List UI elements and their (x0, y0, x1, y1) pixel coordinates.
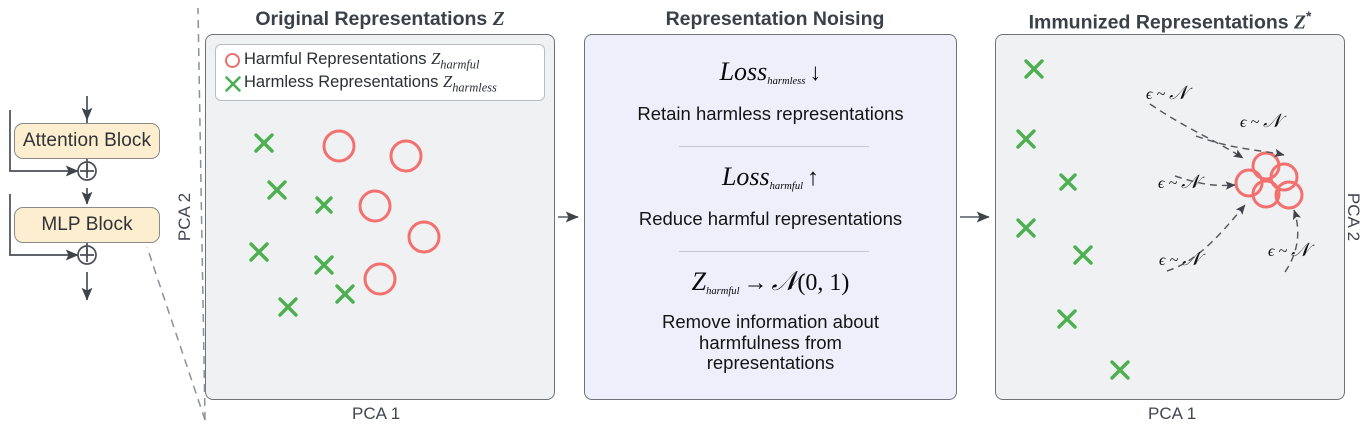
noising-description-2: Reduce harmful representations (638, 208, 903, 229)
noising-divider-1 (679, 146, 869, 147)
noise-arrow-2 (1195, 135, 1285, 158)
noising-divider-2 (679, 251, 869, 252)
z-harmful-arrow: → (743, 270, 768, 296)
scatter-cross (335, 284, 355, 304)
scatter-cross (1110, 360, 1130, 380)
scatter-harmless-group-original (249, 133, 355, 317)
cross-marker-icon (222, 73, 244, 95)
noising-description-1: Retain harmless representations (637, 103, 904, 124)
circle-marker-icon (222, 50, 244, 72)
mlp-block: MLP Block (14, 207, 160, 243)
scatter-cross (315, 196, 333, 214)
legend-row-harmful: Harmful Representations Zharmful (222, 49, 537, 72)
attention-block-label: Attention Block (22, 130, 152, 151)
plus-glyph-mlp (80, 248, 94, 262)
panel-title-original: Original Representations Z (200, 8, 560, 31)
scatter-circle (407, 220, 441, 254)
z-harmful-sub: harmful (706, 286, 740, 298)
callout-line-upper (197, 7, 206, 421)
panel-title-noising: Representation Noising (580, 8, 970, 31)
noising-formula-3: Zharmful → 𝒩(0, 1) (585, 266, 956, 298)
panel-title-immunized: Immunized Representations Z* (985, 8, 1355, 35)
noise-label-5: ϵ ~ 𝒩 (1268, 240, 1310, 261)
scatter-cross (1024, 59, 1044, 79)
scatter-cross (1057, 309, 1077, 329)
legend-label-harmless: Harmless Representations Zharmless (244, 71, 497, 95)
noising-title-text: Representation Noising (665, 8, 885, 30)
scatter-circle (322, 129, 356, 163)
axis-label-pca1-original: PCA 1 (352, 404, 401, 423)
legend-label-harmful: Harmful Representations Zharmful (244, 48, 480, 72)
loss-harmful-sub: harmful (769, 181, 804, 193)
scatter-harmful-cluster-immunized (1234, 151, 1304, 210)
scatter-circle (1251, 179, 1281, 209)
scatter-cross (1016, 218, 1036, 238)
legend-row-harmless: Harmless Representations Zharmless (222, 72, 537, 95)
residual-skip-attention (9, 110, 79, 177)
immunized-title-text: Immunized Representations (1028, 11, 1295, 34)
z-harmful-lead: Z (691, 267, 707, 296)
original-title-text: Original Representations (255, 8, 493, 30)
panel-representation-noising: Lossharmless ↓ Retain harmless represent… (584, 34, 957, 400)
loss-harmful-lead: Loss (721, 162, 770, 191)
scatter-cross (278, 297, 298, 317)
scatter-circle (1274, 180, 1304, 210)
callout-line-lower (146, 246, 206, 421)
residual-skip-mlp (9, 194, 79, 261)
scatter-cross (1073, 245, 1093, 265)
plus-glyph-attention (80, 164, 94, 178)
scatter-cross (314, 255, 334, 275)
noise-arrow-3 (1166, 204, 1246, 272)
immunized-title-symbol: Z (1294, 12, 1306, 34)
axis-label-pca1-immunized: PCA 1 (1148, 404, 1197, 423)
original-title-symbol: Z (492, 9, 505, 30)
noising-formula-2: Lossharmful ↑ (585, 162, 956, 192)
residual-add-mlp (77, 245, 97, 265)
attention-block: Attention Block (14, 123, 160, 159)
loss-harmful-arrow: ↑ (807, 165, 820, 191)
z-harmful-tail: (0, 1) (797, 270, 850, 296)
loss-harmless-lead: Loss (719, 57, 768, 86)
loss-harmless-sub: harmless (767, 76, 806, 88)
scatter-circle (389, 139, 423, 173)
immunized-title-star: * (1305, 8, 1312, 24)
mlp-block-label: MLP Block (41, 214, 133, 235)
noise-arrow-1 (1149, 103, 1244, 159)
noise-label-4: ϵ ~ 𝒩 (1158, 172, 1200, 193)
normal-dist-symbol: 𝒩 (771, 266, 798, 296)
scatter-cross (254, 133, 274, 153)
scatter-legend: Harmful Representations Zharmful Harmles… (215, 44, 545, 101)
noise-label-1: ϵ ~ 𝒩 (1146, 83, 1188, 104)
scatter-cross (1059, 173, 1077, 191)
scatter-harmless-group-immunized (1016, 59, 1130, 380)
noise-label-3: ϵ ~ 𝒩 (1159, 249, 1201, 270)
scatter-harmful-group-original (322, 129, 441, 296)
scatter-cross (249, 242, 269, 262)
scatter-circle (1269, 162, 1299, 192)
noising-formula-1: Lossharmless ↓ (585, 57, 956, 87)
noise-label-2: ϵ ~ 𝒩 (1240, 111, 1282, 132)
panel-immunized-representations (995, 34, 1345, 400)
residual-add-attention (77, 161, 97, 181)
noising-description-3: Remove information about harmfulness fro… (662, 311, 879, 374)
scatter-cross (1016, 129, 1036, 149)
scatter-cross (267, 180, 287, 200)
scatter-circle (363, 262, 397, 296)
scatter-circle (358, 189, 392, 223)
loss-harmless-arrow: ↓ (809, 60, 822, 86)
